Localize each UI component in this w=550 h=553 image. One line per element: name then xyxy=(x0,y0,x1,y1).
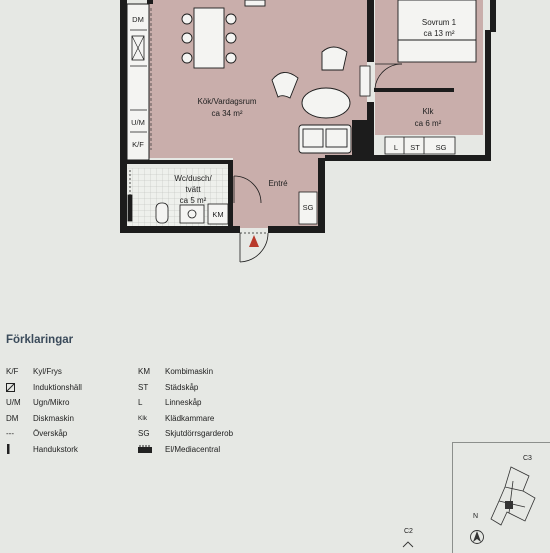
legend-desc: Handukstork xyxy=(33,444,78,454)
legend-item: --- Överskåp xyxy=(6,426,82,442)
room-area-kok: ca 34 m² xyxy=(211,109,242,118)
legend-desc: Överskåp xyxy=(33,429,68,439)
room-name-wc: Wc/dusch/ xyxy=(174,174,212,183)
legend-item: SG Skjutdörrsgarderob xyxy=(138,426,233,442)
legend-desc: El/Mediacentral xyxy=(165,444,221,454)
bathroom-door xyxy=(233,175,262,204)
entrance-door xyxy=(239,232,269,263)
entre-wardrobe xyxy=(298,191,318,225)
legend-column-right: KM Kombimaskin ST Städskåp L Linneskåp K… xyxy=(138,364,233,457)
l-label: L xyxy=(394,143,398,152)
legend-code: DM xyxy=(6,413,19,423)
legend-code: U/M xyxy=(6,398,21,408)
um-label: U/M xyxy=(131,118,145,127)
keyplan-c3-label: C3 xyxy=(523,455,532,462)
dining-table xyxy=(181,0,266,69)
legend-item: DM Diskmaskin xyxy=(6,411,82,427)
room-name-entre: Entré xyxy=(268,179,288,188)
legend-desc: Kyl/Frys xyxy=(33,367,62,377)
legend-desc: Skjutdörrsgarderob xyxy=(165,429,234,439)
legend-item: El/Mediacentral xyxy=(138,442,233,458)
walls xyxy=(120,0,496,233)
legend-desc: Städskåp xyxy=(165,382,199,392)
st-label: ST xyxy=(410,143,420,152)
media-central-icon xyxy=(138,445,152,454)
keyplan-c2-label: C2 xyxy=(404,528,413,535)
legend-code: K/F xyxy=(6,367,19,377)
legend-code: SG xyxy=(138,429,150,439)
sg-klk-label: SG xyxy=(436,143,447,152)
legend-item: U/M Ugn/Mikro xyxy=(6,395,82,411)
legend-desc: Kombimaskin xyxy=(165,367,214,377)
bed xyxy=(397,0,477,63)
entrance-arrow-icon xyxy=(249,235,259,247)
legend-item: K/F Kyl/Frys xyxy=(6,364,82,380)
room-name-klk: Klk xyxy=(422,107,434,116)
legend-desc: Klädkammare xyxy=(165,413,215,423)
dm-label: DM xyxy=(132,15,144,24)
legend-column-left: K/F Kyl/Frys Induktionshäll U/M Ugn/Mikr… xyxy=(6,364,82,457)
legend-title: Förklaringar xyxy=(6,334,74,346)
legend-item: Handukstork xyxy=(6,442,82,458)
bathroom-fixtures xyxy=(127,170,229,225)
legend-item: L Linneskåp xyxy=(138,395,233,411)
armchairs xyxy=(271,46,348,99)
klk-cabinets xyxy=(384,136,456,155)
building-outline xyxy=(470,466,536,544)
north-compass-icon xyxy=(470,530,484,544)
legend-code: L xyxy=(138,398,143,408)
sofa xyxy=(298,124,352,154)
room-name-sovrum: Sovrum 1 xyxy=(422,18,457,27)
legend-item: Klk Klädkammare xyxy=(138,411,233,427)
room-area-wc: ca 5 m² xyxy=(180,196,207,205)
key-plan: C3 N xyxy=(452,442,550,553)
towel-dryer-icon xyxy=(7,444,10,455)
legend-code: KM xyxy=(138,367,150,377)
legend-desc: Ugn/Mikro xyxy=(33,398,70,408)
floor-plan: DM U/M K/F L ST SG xyxy=(120,0,496,263)
legend-desc: Induktionshäll xyxy=(33,382,82,392)
room-name-wc-2: tvätt xyxy=(185,185,201,194)
kitchen-counter xyxy=(126,3,152,161)
room-area-klk: ca 6 m² xyxy=(415,119,442,128)
legend-desc: Diskmaskin xyxy=(33,413,74,423)
induction-hob-icon-wrap xyxy=(6,382,33,392)
km-label: KM xyxy=(212,210,223,219)
legend-code: --- xyxy=(6,429,14,439)
media-central-icon-wrap xyxy=(138,445,165,454)
legend-code: Klk xyxy=(138,414,148,422)
coffee-table xyxy=(301,87,351,119)
legend-item: ST Städskåp xyxy=(138,380,233,396)
room-name-kok: Kök/Vardagsrum xyxy=(198,97,257,106)
bedroom-door xyxy=(374,63,403,89)
legend: Förklaringar K/F Kyl/Frys Induktionshäll… xyxy=(6,334,306,474)
legend-item: KM Kombimaskin xyxy=(138,364,233,380)
legend-item: Induktionshäll xyxy=(6,380,82,396)
towel-dryer-icon-wrap xyxy=(6,444,33,455)
keyplan-north-label: N xyxy=(473,513,479,520)
room-area-sovrum: ca 13 m² xyxy=(423,29,454,38)
legend-code: ST xyxy=(138,382,149,392)
kf-label: K/F xyxy=(132,140,144,149)
induction-hob-icon xyxy=(6,382,15,392)
sg-entre-label: SG xyxy=(303,203,314,212)
legend-desc: Linneskåp xyxy=(165,398,202,408)
c2-marker-icon xyxy=(402,541,414,548)
wardrobe xyxy=(359,65,371,97)
